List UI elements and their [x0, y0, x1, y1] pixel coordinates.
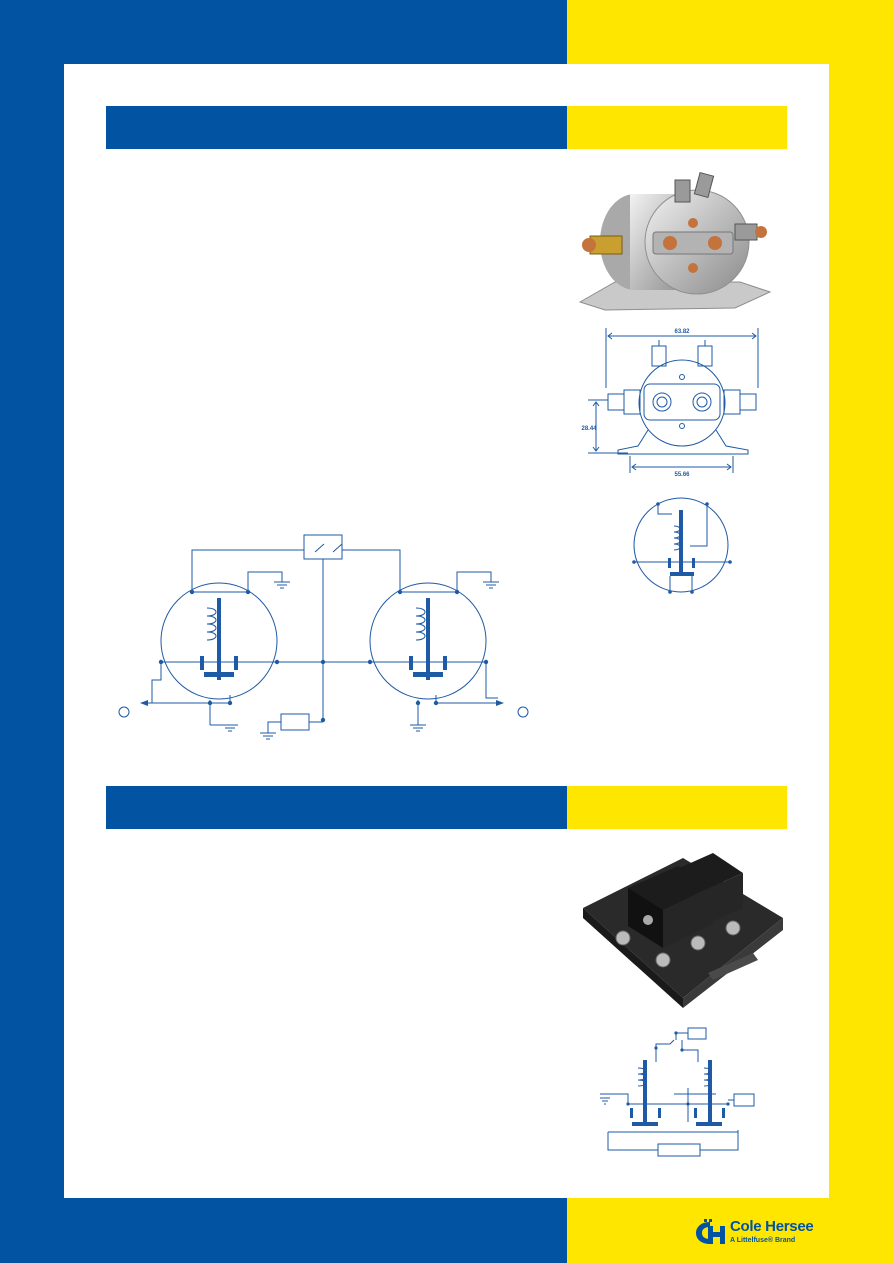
terminal-circle-icon — [517, 706, 529, 718]
switch-box — [303, 534, 343, 560]
solenoid-schematic-small — [632, 497, 732, 594]
relay-schematic — [600, 1027, 755, 1157]
section-header-2 — [106, 786, 787, 829]
cole-hersee-logo: Cole Hersee A Littelfuse® Brand — [694, 1216, 834, 1252]
relay-photo — [583, 853, 783, 1008]
terminal-circle-icon — [118, 706, 130, 718]
dimension-width-label: 63.82 — [674, 329, 690, 335]
section-header-1 — [106, 106, 787, 149]
dimension-height-label: 28.44 — [581, 426, 597, 432]
dual-solenoid-wiring-diagram — [118, 534, 529, 740]
solenoid-photo — [578, 171, 772, 311]
dimension-drawing: 63.82 28.44 55.66 — [581, 328, 759, 478]
dimension-base-label: 55.66 — [674, 472, 690, 478]
ground-symbol-icon — [600, 1097, 610, 1105]
logo-tagline: A Littelfuse® Brand — [730, 1237, 796, 1244]
ch-monogram-icon — [696, 1219, 725, 1244]
logo-name: Cole Hersee — [730, 1218, 814, 1235]
plunger-icon — [679, 510, 683, 574]
ground-symbol-icon — [222, 581, 499, 740]
